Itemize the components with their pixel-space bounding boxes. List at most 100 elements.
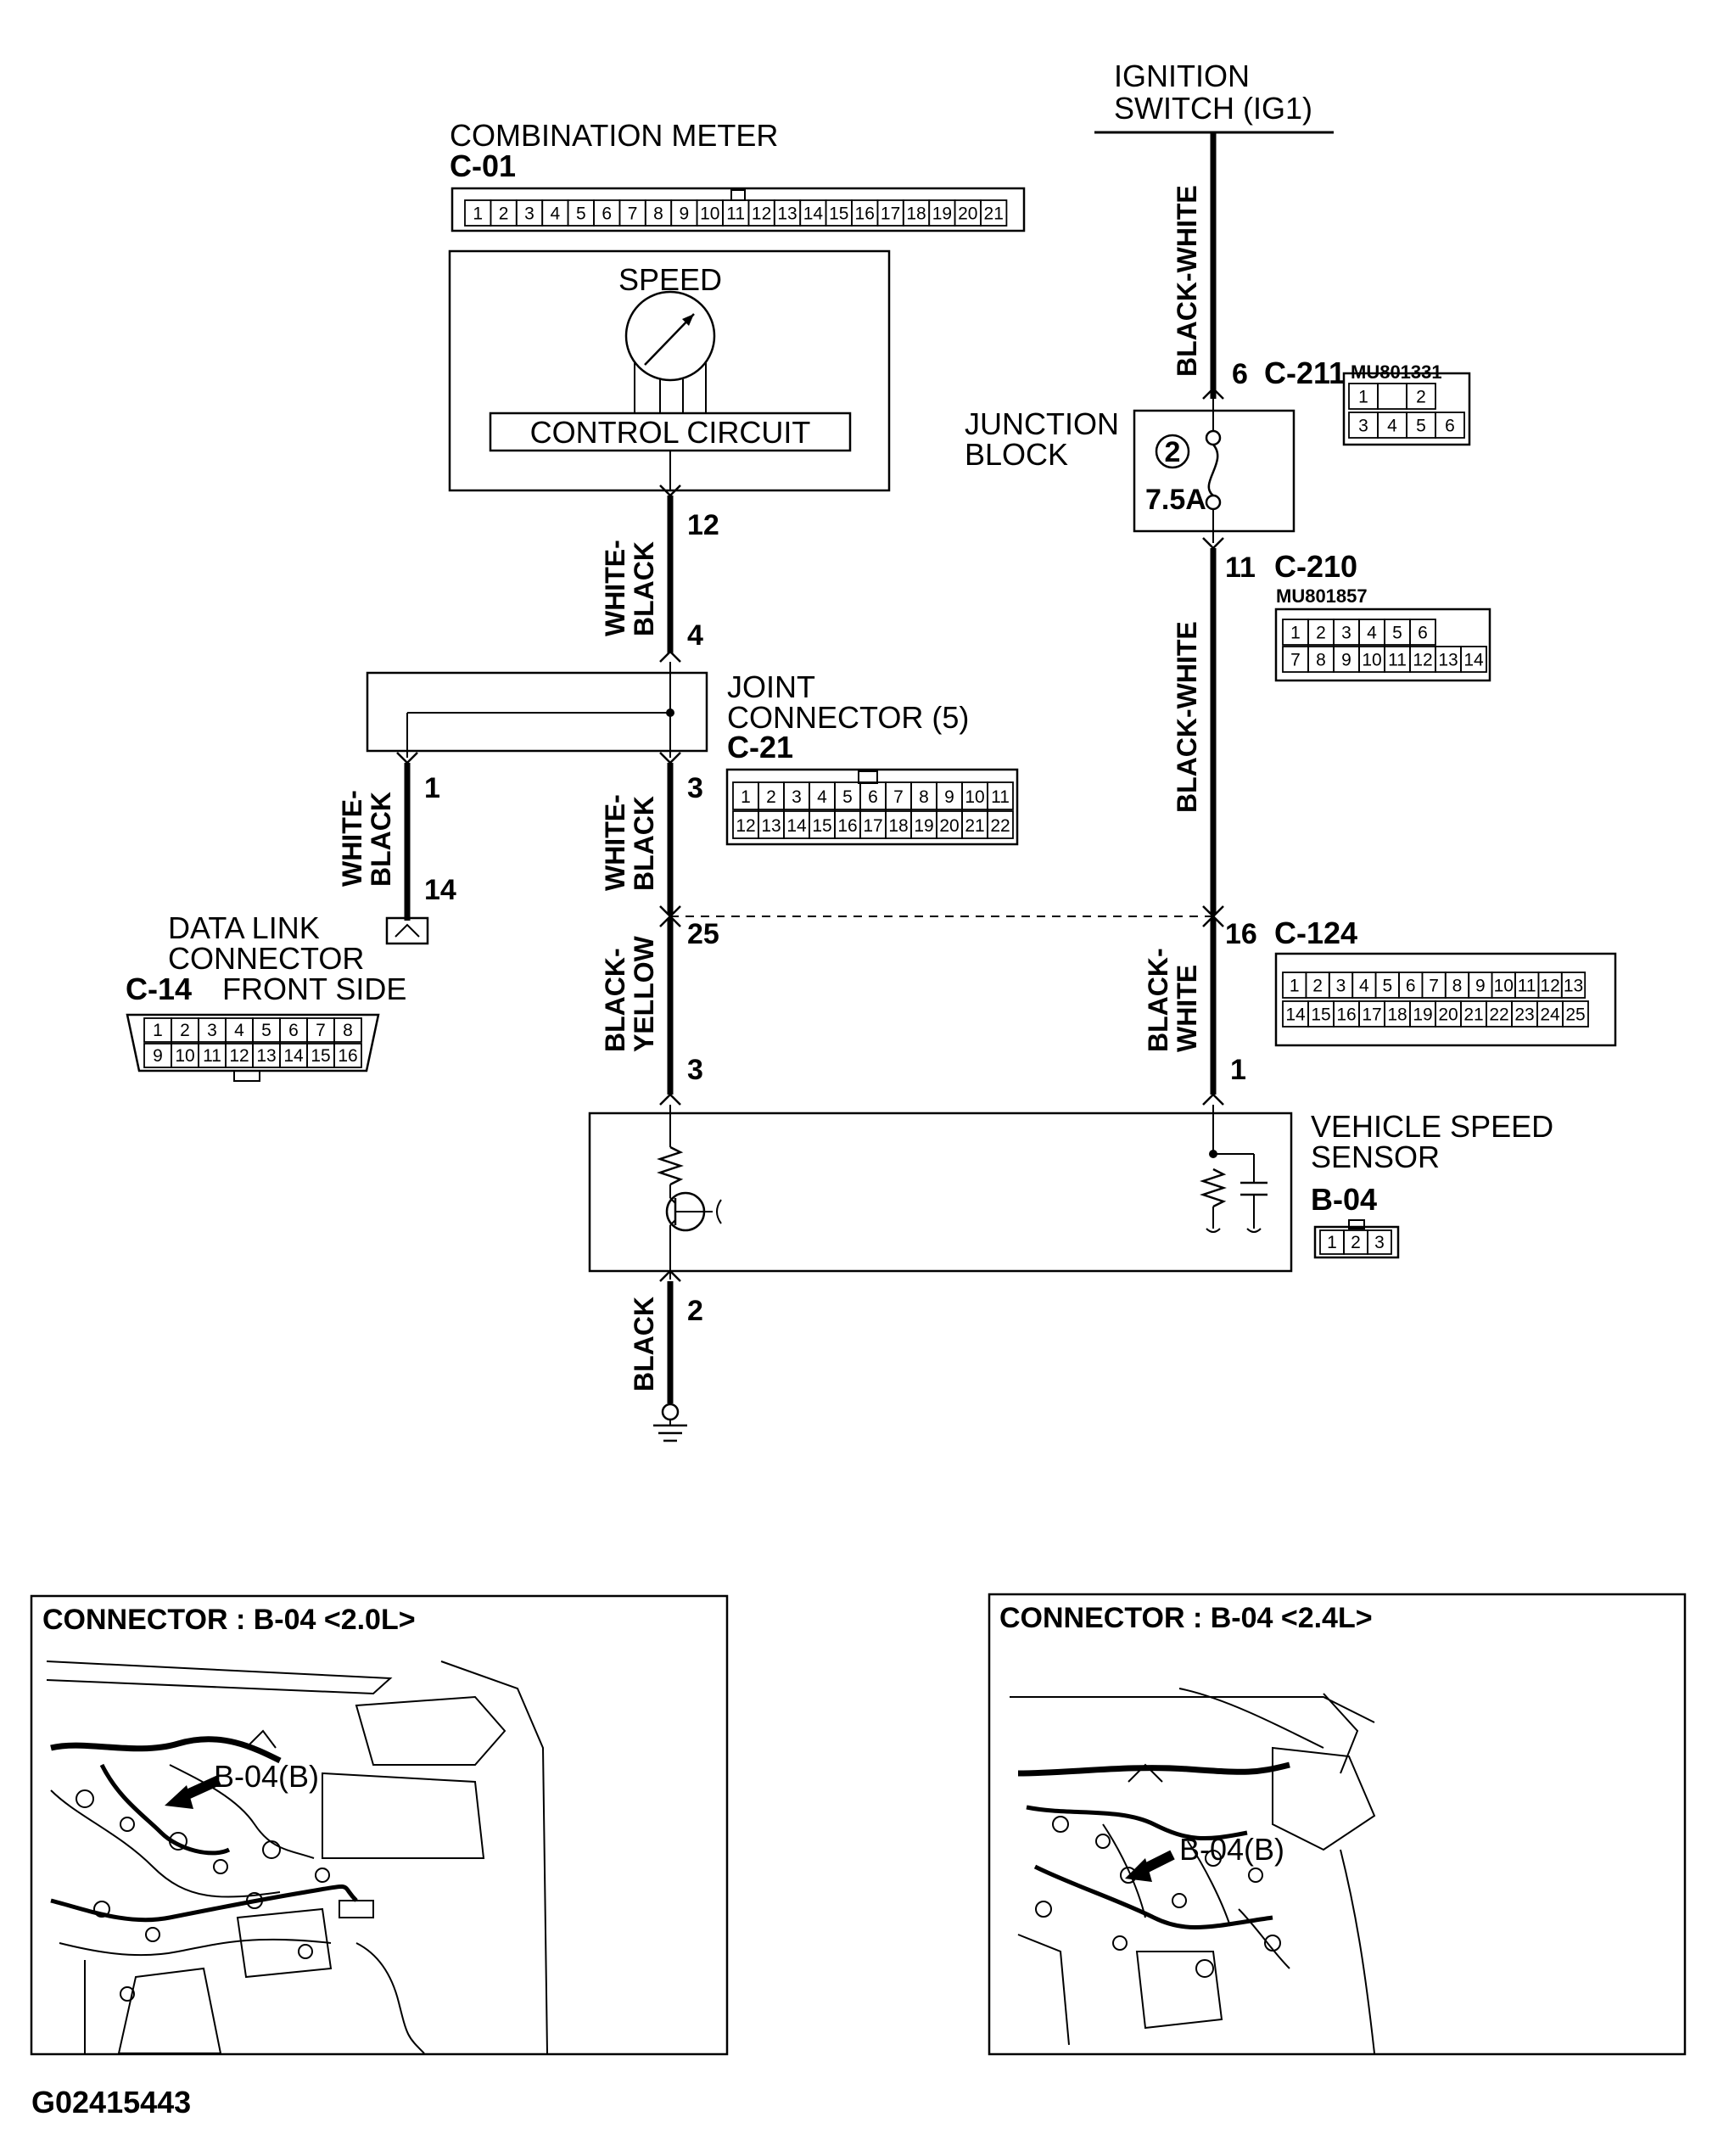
- connector-cell: [1562, 1000, 1589, 1028]
- connector-cell: [987, 810, 1014, 839]
- connector-pin-label: 6: [868, 787, 878, 807]
- connector-pin-label: 1: [1358, 388, 1368, 407]
- dlc-connector-outline: [126, 1013, 380, 1072]
- connector-pin-label: 5: [1416, 417, 1426, 436]
- connector-pin-label: 12: [1413, 651, 1432, 670]
- connector-pin-label: 21: [984, 204, 1004, 224]
- connector-pin-label: 14: [1463, 651, 1484, 670]
- pin-c124-signal: 25: [687, 918, 719, 950]
- wire-label-line: WHITE-: [600, 794, 630, 891]
- connector-pin-label: 2: [180, 1021, 190, 1040]
- connector-pin-label: 18: [1387, 1005, 1407, 1025]
- engine-bay-illustration: [1010, 1688, 1376, 2054]
- connector-pin-label: 17: [1362, 1005, 1381, 1025]
- pin-sensor-ground: 2: [687, 1295, 703, 1327]
- signal-circuit: 12 4 WHITE-BLACK JOINT CONNECTOR (5) C-2…: [126, 451, 1213, 1106]
- connector-pin-label: 25: [1565, 1005, 1585, 1025]
- connector-pin-label: 8: [1316, 651, 1326, 670]
- fuse-number: 2: [1165, 436, 1181, 468]
- connector-pin-label: 20: [958, 204, 977, 224]
- connector-pin-label: 1: [741, 787, 751, 807]
- connector-pin-label: 10: [1494, 977, 1514, 996]
- connector-pin-label: 21: [965, 816, 984, 836]
- engine-bay-illustration: [46, 1660, 548, 2054]
- dlc-label-1: DATA LINK: [168, 910, 320, 945]
- joint-connector-label-1: JOINT: [727, 669, 815, 704]
- connector-pin-label: 15: [812, 816, 831, 836]
- wire-label-sensor-signal: BLACK-YELLOW: [600, 935, 659, 1052]
- wire-label-line: BLACK-: [1143, 948, 1173, 1052]
- connector-pin-label: 19: [914, 816, 933, 836]
- wire-label-jb-to-c124: BLACK-WHITE: [1172, 621, 1202, 813]
- connector-pin-label: 4: [817, 787, 827, 807]
- connector-pin-label: 10: [1362, 651, 1381, 670]
- connector-panel-2-4l: CONNECTOR : B-04 <2.4L>: [988, 1593, 1687, 2056]
- wire-label-line: WHITE-: [600, 540, 630, 636]
- connector-pin-label: 7: [1290, 651, 1301, 670]
- connector-pin-label: 9: [1475, 977, 1486, 996]
- connector-pin-label: 4: [234, 1021, 244, 1040]
- wire-label-meter-to-joint: WHITE-BLACK: [600, 540, 659, 636]
- connector-pin-label: 7: [628, 204, 638, 224]
- connector-pin-label: 4: [1367, 624, 1377, 643]
- connector-pin-label: 2: [499, 204, 509, 224]
- connector-cell: [1377, 383, 1407, 410]
- connector-pin-label: 2: [1351, 1233, 1361, 1252]
- connector-pin-label: 1: [473, 204, 483, 224]
- connector-cell: [980, 199, 1008, 227]
- connector-pin-label: 7: [893, 787, 904, 807]
- wire-label-line: BLACK-: [600, 948, 630, 1052]
- connector-pin-label: 10: [700, 204, 719, 224]
- wire-label-line: BLACK: [629, 541, 659, 636]
- connector-pin-label: 6: [288, 1021, 299, 1040]
- wire-label-sensor-ground: BLACK: [629, 1296, 659, 1392]
- vss-code: B-04: [1311, 1182, 1377, 1217]
- connector-pin-label: 16: [338, 1046, 357, 1066]
- splice-dot: [666, 708, 674, 717]
- connector-cell: [1367, 1229, 1392, 1255]
- connector-pin-label: 15: [829, 204, 848, 224]
- connector-pin-label: 20: [939, 816, 959, 836]
- junction-block-label-2: BLOCK: [965, 437, 1068, 472]
- connector-cell: [987, 781, 1014, 810]
- connector-pin-label: 5: [261, 1021, 271, 1040]
- pin-joint-out-dlc: 1: [424, 772, 440, 804]
- connector-pin-label: 16: [1336, 1005, 1356, 1025]
- connector-pin-label: 15: [311, 1046, 330, 1066]
- connector-cell: [1435, 412, 1465, 439]
- joint-connector-code: C-21: [727, 730, 793, 764]
- wire-label-joint-to-dlc: WHITE-BLACK: [337, 790, 396, 887]
- connector-pin-label: 17: [881, 204, 900, 224]
- control-circuit-label: CONTROL CIRCUIT: [530, 415, 811, 450]
- connector-pin-label: 11: [991, 787, 1010, 807]
- dlc-front-side: FRONT SIDE: [222, 972, 406, 1006]
- c01-connector-outline: [450, 187, 1026, 232]
- wire-label-sensor-power: BLACK-WHITE: [1143, 948, 1202, 1052]
- needle-arrowhead: [682, 314, 694, 326]
- connector-pin-label: 3: [1358, 417, 1368, 436]
- junction-block-label-1: JUNCTION: [965, 406, 1119, 441]
- connector-pin-label: 2: [1312, 977, 1323, 996]
- vss-label-1: VEHICLE SPEED: [1311, 1109, 1553, 1144]
- connector-pin-label: 6: [1418, 624, 1428, 643]
- connector-pin-label: 14: [786, 816, 807, 836]
- connector-pin-label: 23: [1514, 1005, 1534, 1025]
- power-circuit: IGNITION SWITCH (IG1) BLACK-WHITE 6 C-21…: [965, 59, 1617, 1106]
- dlc-code: C-14: [126, 972, 192, 1006]
- connector-cell: [1406, 383, 1436, 410]
- pin-c124-power: 1: [1230, 1054, 1246, 1086]
- connector-pin-label: 13: [256, 1046, 276, 1066]
- connector-pin-label: 3: [1336, 977, 1346, 996]
- connector-pin-label: 16: [837, 816, 857, 836]
- connector-pin-label: 8: [919, 787, 929, 807]
- ignition-switch-label-2: SWITCH (IG1): [1114, 91, 1312, 126]
- connector-panel-2-0l: CONNECTOR : B-04 <2.0L>: [30, 1594, 729, 2056]
- connector-pin-label: 3: [1374, 1233, 1385, 1252]
- connector-pin-label: 3: [207, 1021, 217, 1040]
- connector-pin-label: 12: [229, 1046, 249, 1066]
